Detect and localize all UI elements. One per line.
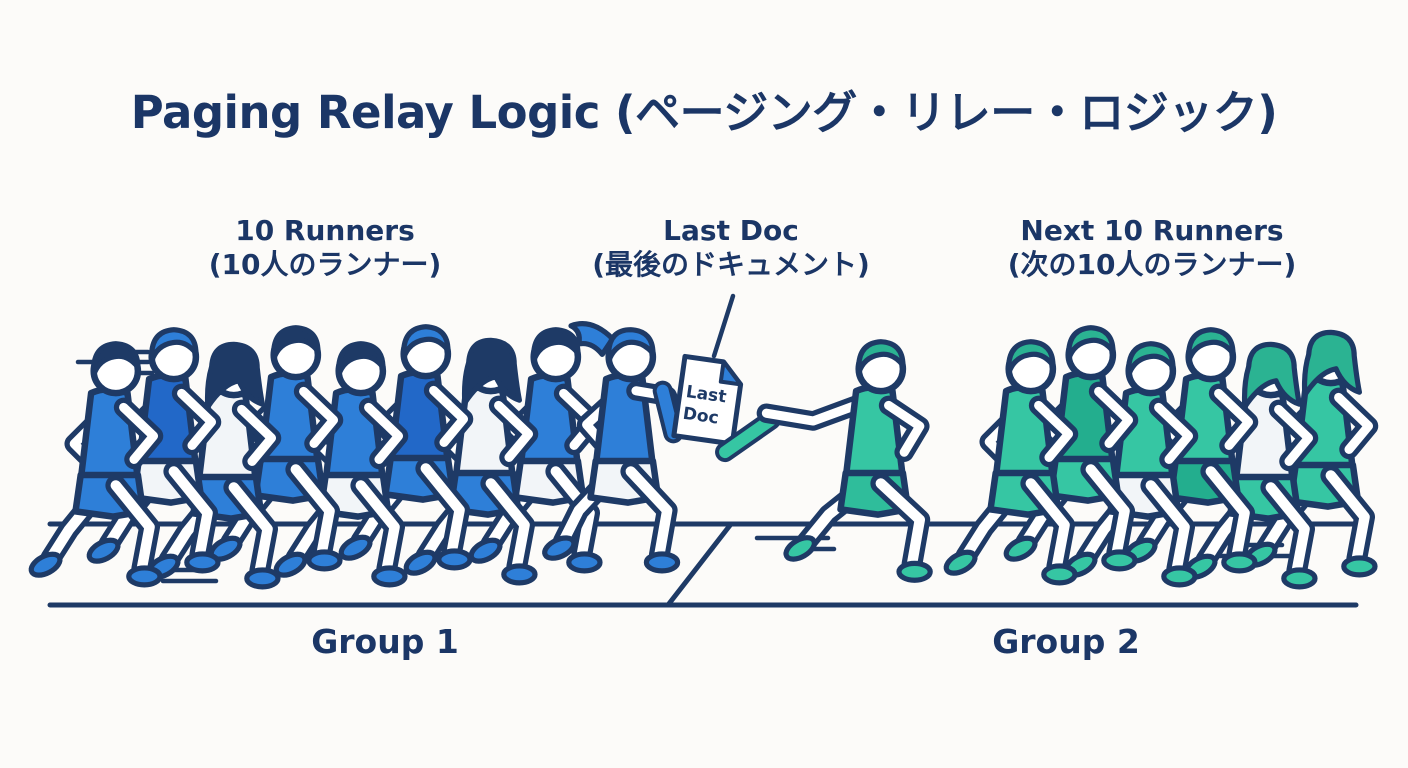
group1-label: Group 1	[311, 622, 459, 661]
group1-runners	[28, 321, 683, 587]
runner-group2-lead	[756, 339, 933, 583]
diagram-title: Paging Relay Logic (ページング・リレー・ロジック)	[130, 86, 1278, 139]
lane-divider	[665, 521, 734, 608]
label-next-10-runners: Next 10 Runners (次の10人のランナー)	[1008, 214, 1297, 282]
document-fold-corner	[718, 359, 743, 387]
document-text-line2: Doc	[682, 404, 720, 429]
label-last-doc-en: Last Doc	[663, 214, 799, 247]
last-doc-pointer-line	[711, 293, 736, 359]
last-doc-document: Last Doc	[671, 353, 744, 447]
label-next-10-runners-jp: (次の10人のランナー)	[1007, 248, 1297, 281]
label-last-doc: Last Doc (最後のドキュメント)	[592, 214, 870, 282]
ponytail	[568, 321, 616, 357]
group2-label: Group 2	[992, 622, 1140, 661]
group2-runners	[756, 328, 1375, 587]
label-10-runners-jp: (10人のランナー)	[208, 248, 442, 281]
label-next-10-runners-en: Next 10 Runners	[1020, 214, 1284, 247]
label-10-runners: 10 Runners (10人のランナー)	[209, 214, 442, 282]
label-10-runners-en: 10 Runners	[235, 214, 415, 247]
runner-group1-lead	[542, 321, 683, 574]
label-last-doc-jp: (最後のドキュメント)	[592, 248, 870, 281]
